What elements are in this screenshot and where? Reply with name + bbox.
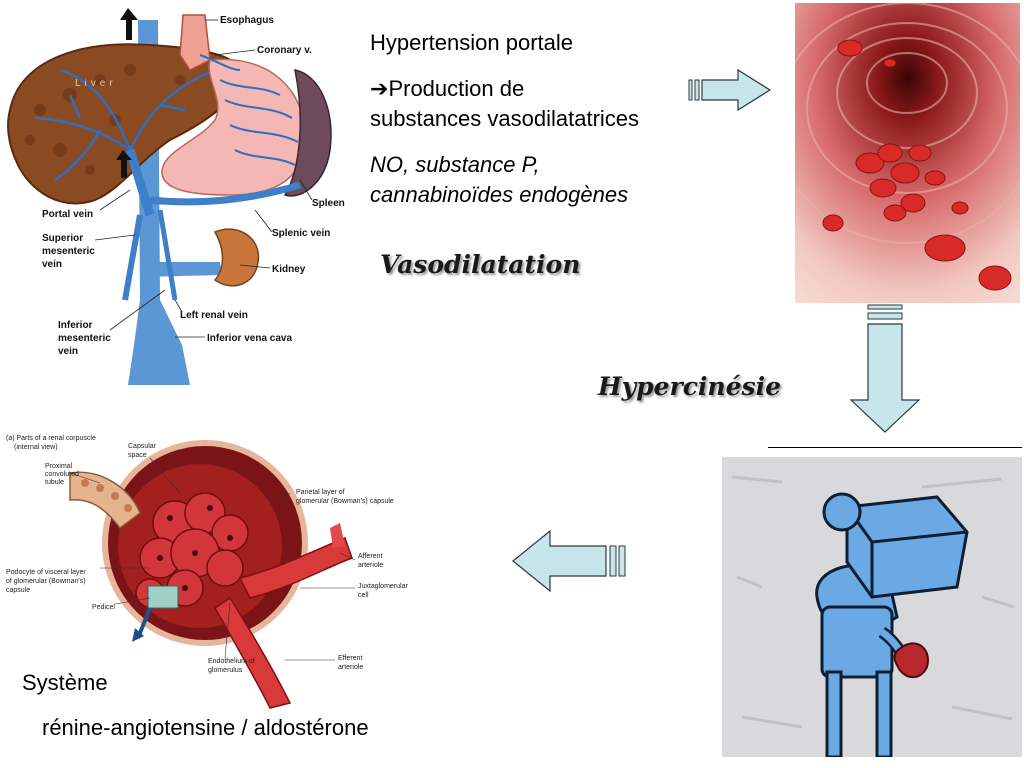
juxtaglomerular-label-2: cell [358,592,369,599]
blood-vessel-illustration [795,3,1020,303]
inferior-mesenteric-label-3: vein [58,346,78,357]
pedicel-label: Pedicel [92,604,115,611]
production-line-2: substances vasodilatatrices [370,106,640,131]
hypercinesie-heading: Hypercinésie [598,372,781,401]
afferent-label-1: Afferent [358,553,382,560]
leader-lines [94,19,313,338]
endothelium-label-2: glomerulus [208,667,243,674]
red-flow-arrow-icon [330,523,345,548]
inferior-mesenteric-vein-shape [157,209,178,301]
superior-mesenteric-label-3: vein [42,259,62,270]
superior-mesenteric-label-1: Superior [42,233,83,244]
juxtaglomerular-label-1: Juxtaglomerular [358,583,408,590]
portal-vein-label: Portal vein [42,209,93,220]
splenic-vein-shape [149,181,302,206]
efferent-label-2: arteriole [338,664,363,671]
vessel-rings [795,3,1020,244]
liver-label: Liver [75,78,117,89]
left-renal-vein-label: Left renal vein [180,310,248,321]
coronary-vein-label: Coronary v. [257,45,312,56]
podocyte-label-3: capsule [6,587,30,594]
esophagus-shape [179,14,211,71]
pedicel-box [147,585,179,609]
substances-line-1: NO, substance P, [370,152,540,177]
parietal-label-1: Parietal layer of [296,489,345,496]
gastric-veins [199,54,299,166]
endothelium-label-1: Endothelium of [208,658,255,665]
superior-mesenteric-label-2: mesenteric [42,246,95,257]
down-block-arrow-icon [849,304,921,433]
efferent-label-1: Efferent [338,655,362,662]
capsular-label-2: space [128,452,147,459]
renal-title-2: (internal view) [14,444,58,451]
hypertension-portale-text: Hypertension portale [370,30,574,55]
inferior-vena-cava-label: Inferior vena cava [207,333,292,344]
inferior-mesenteric-label-1: Inferior [58,320,93,331]
kidney-shape [213,228,260,287]
pumping-figure-illustration [722,457,1022,757]
proximal-label-1: Proximal [45,463,73,470]
divider-line [768,447,1022,448]
production-text-1: Production de [388,76,525,101]
tubule-cells [81,479,132,512]
esophagus-label: Esophagus [220,15,274,26]
capsular-label-1: Capsular [128,443,157,450]
superior-mesenteric-vein-shape [122,214,143,301]
kidney-label: Kidney [272,264,306,275]
up-flow-arrow-icon-2 [116,150,132,178]
renal-title-1: (a) Parts of a renal corpuscle [6,435,96,442]
systeme-text: Système [22,670,108,695]
substances-line-2: cannabinoïdes endogènes [370,182,629,207]
canvas-texture [731,475,1015,729]
blue-arrow-head-icon [132,628,144,642]
podocyte-label-1: Podocyte of visceral layer [6,569,86,576]
heart-shape [893,642,929,679]
spleen-label: Spleen [312,198,345,209]
renine-angiotensine-text: rénine-angiotensine / aldostérone [42,715,369,740]
portal-venous-system-illustration: Liver Esophagus Coronary v. Spleen Porta… [7,8,345,385]
right-arrow-icon: ➔ [370,76,389,101]
right-block-arrow-icon [688,68,772,112]
parietal-label-2: glomerular (Bowman's) capsule [296,498,394,505]
proximal-label-3: tubule [45,479,64,486]
portal-vein-shape [125,148,155,217]
renal-corpuscle-illustration: (a) Parts of a renal corpuscle (internal… [6,435,408,709]
afferent-label-2: arteriole [358,562,383,569]
vasodilatation-heading: Vasodilatation [380,250,581,279]
proximal-tubule-shape [69,471,141,530]
production-line-1: ➔Production de [370,74,524,104]
afferent-arteriole-shape [238,537,353,599]
podocyte-label-2: of glomerular (Bowman's) [6,578,86,585]
renal-vein-shape [140,262,222,277]
splenic-vein-label: Splenic vein [272,228,330,239]
up-flow-arrow-icon [120,8,138,40]
left-block-arrow-icon [512,529,626,593]
efferent-arteriole-shape [214,596,292,709]
spleen-shape [283,69,332,197]
renal-leader-lines [69,457,356,661]
red-blood-cells [822,39,1012,291]
liver-portal-branches [34,68,211,182]
inferior-mesenteric-label-2: mesenteric [58,333,111,344]
proximal-label-2: convoluted [45,471,79,478]
podocyte-nuclei [157,505,233,591]
